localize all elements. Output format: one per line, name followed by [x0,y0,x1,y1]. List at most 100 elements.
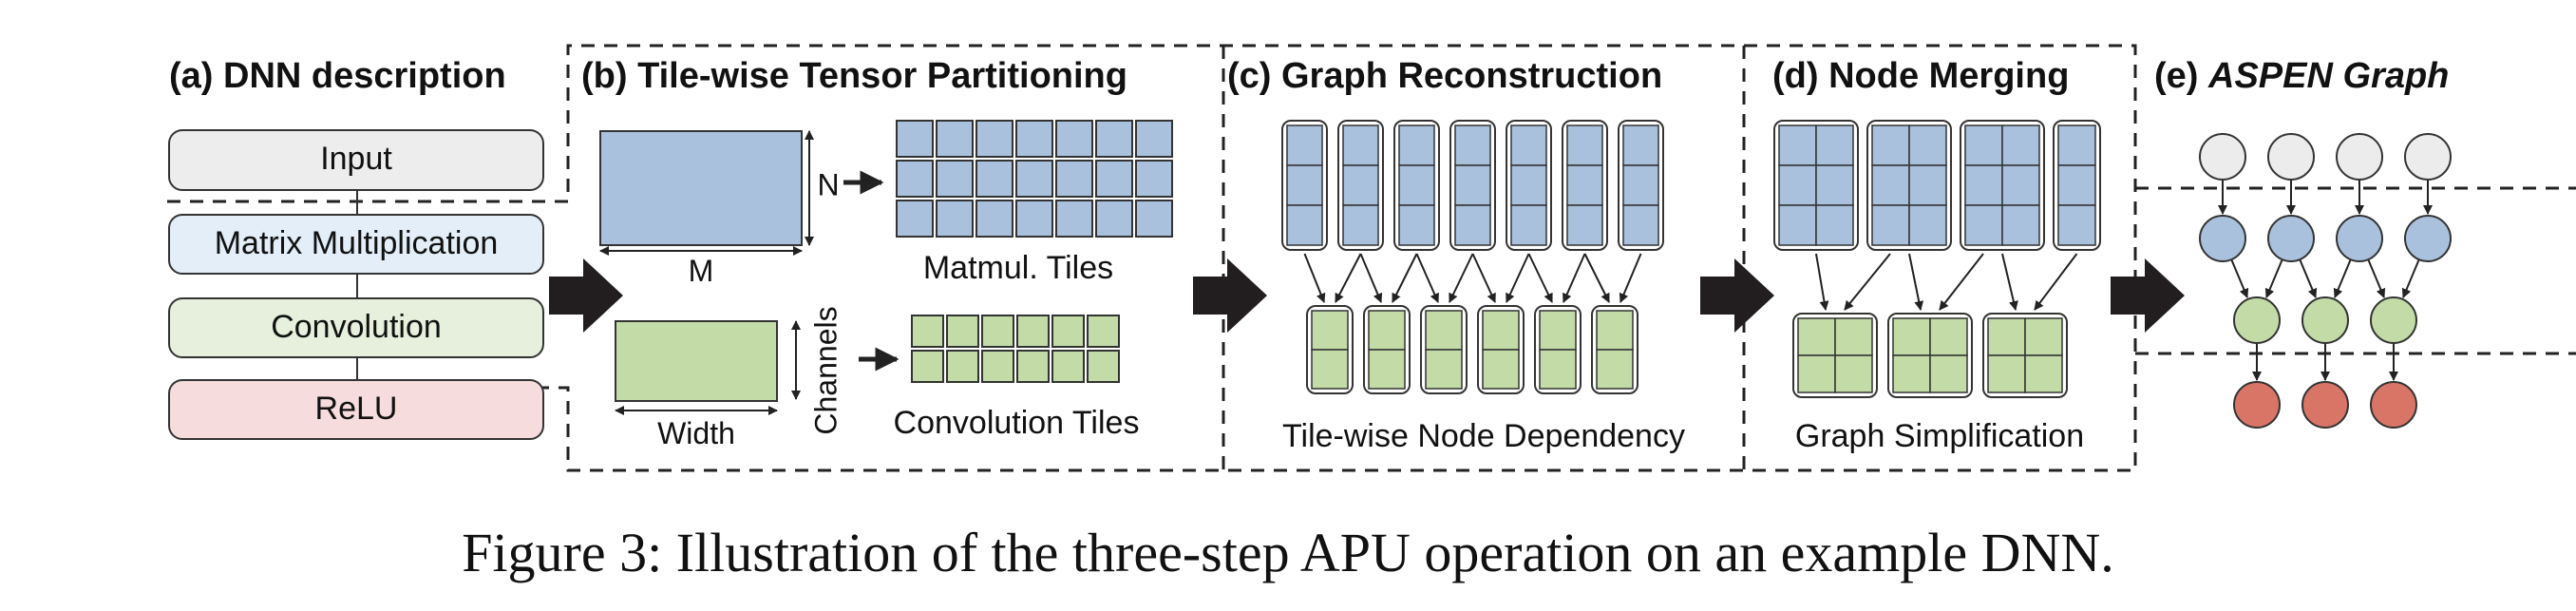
conv-tile [911,350,944,383]
input-layer-box [168,129,544,191]
input-node [2404,133,2452,181]
recon-blue-node-tile [1454,204,1491,246]
conv-tile [1051,350,1085,383]
tensor-partitioning: M N Matmul. Tiles Width Channels Convolu… [599,120,1173,450]
section-title-graph-reconstruction: (c) Graph Reconstruction [1227,56,1662,96]
relu-node [2301,381,2349,429]
merge-edge [1815,253,1829,311]
recon-blue-node-tile [1342,164,1379,206]
convolution-layer-label: Convolution [271,309,442,345]
dependency-edge [1392,253,1418,303]
conv-tile [946,315,979,348]
recon-green-node-tile [1482,310,1520,351]
merged-blue-node-tile [1778,204,1817,246]
merged-blue-node-tile [1871,164,1910,206]
section-title-node-merging: (d) Node Merging [1772,56,2069,96]
merged-blue-node-tile [1908,164,1947,206]
merged-blue-node-tile [1964,124,2003,166]
recon-green-node-tile [1311,349,1349,390]
matmul-node [2404,215,2452,262]
aspen-edge [2299,258,2318,298]
dependency-edge [1471,253,1496,303]
merge-edge [1908,253,1924,311]
section-title-aspen-graph: (e) ASPEN Graph [2154,56,2449,96]
merged-green-node-tile [2024,317,2063,356]
matmul-tile [1015,160,1053,198]
recon-blue-node-tile [1286,204,1323,246]
matmul-tile [975,120,1013,158]
merged-blue-node-tile [2057,124,2096,166]
dnn-layer-stack: Input Matrix Multiplication Convolution … [168,129,544,440]
dependency-edge [1619,253,1642,303]
recon-green-node-tile [1596,349,1634,390]
merged-green-node-tile [1987,354,2026,393]
merged-blue-node-tile [1871,204,1910,246]
matmul-tile [1135,160,1173,198]
merged-blue-node-tile [1908,204,1947,246]
convolution-tiles-label: Convolution Tiles [894,405,1140,441]
aspen-edge [2264,258,2283,298]
aspen-edge [2230,258,2249,298]
graph-simplification-label: Graph Simplification [1795,418,2084,454]
matmul-layer-label: Matrix Multiplication [215,225,499,261]
recon-green-node-tile [1596,310,1634,351]
recon-blue-node-tile [1398,164,1435,206]
matmul-tile [1055,120,1093,158]
matmul-tile [1015,120,1053,158]
dependency-edge [1303,253,1326,303]
merged-blue-node-tile [2057,164,2096,206]
section-title-tile-partitioning: (b) Tile-wise Tensor Partitioning [581,56,1127,96]
dependency-edge [1335,253,1362,303]
merged-blue-node-tile [1778,124,1817,166]
node-merging: Graph Simplification [1773,120,2101,454]
matmul-tile [896,120,934,158]
matmul-tile [1095,160,1133,198]
matmul-tile [1055,200,1093,238]
merge-edge [1939,253,1984,311]
recon-green-node-tile [1482,349,1520,390]
recon-blue-node-tile [1286,124,1323,166]
merged-blue-node-tile [2001,164,2040,206]
conv-tile [1087,350,1120,383]
matmul-layer-box [168,214,544,275]
recon-green-node-tile [1539,349,1577,390]
recon-blue-node-tile [1286,164,1323,206]
recon-blue-node-tile [1510,124,1547,166]
matmul-tile [1055,160,1093,198]
reconstruction-nodes [1281,120,1664,394]
recon-blue-node-tile [1510,204,1547,246]
merge-edge [2034,253,2078,311]
matmul-node [2267,215,2315,262]
recon-green-node-tile [1368,349,1406,390]
relu-node [2370,381,2417,429]
graph-reconstruction: Tile-wise Node Dependency [1281,120,1685,454]
matmul-tiles-label: Matmul. Tiles [923,250,1113,286]
convolution-node [2233,296,2281,344]
recon-blue-node-tile [1510,164,1547,206]
process-arrow-a-to-b [549,258,623,333]
dependency-edge [1449,253,1474,303]
merge-edge [2001,253,2018,311]
merged-green-node-tile [1892,354,1931,393]
dashed-region-outlines [167,44,2576,472]
merged-nodes [1773,120,2101,398]
matmul-tile [1015,200,1053,238]
dim-m-label: M [689,254,714,288]
matmul-tile [896,200,934,238]
section-e-prefix: (e) [2154,56,2208,96]
dependency-edge [1415,253,1439,303]
matmul-tile [975,200,1013,238]
section-e-name: ASPEN Graph [2207,56,2449,96]
matmul-tile [936,120,974,158]
conv-tile [1016,315,1050,348]
dependency-edge [1359,253,1383,303]
process-arrows [549,258,2185,333]
matmul-tile [936,200,974,238]
dim-width-label: Width [657,416,735,450]
convolution-node [2370,296,2417,344]
recon-blue-node-tile [1398,204,1435,246]
recon-blue-node-tile [1622,164,1659,206]
relu-layer-label: ReLU [315,391,398,427]
matmul-node [2199,215,2246,262]
matmul-tensor [599,130,803,246]
